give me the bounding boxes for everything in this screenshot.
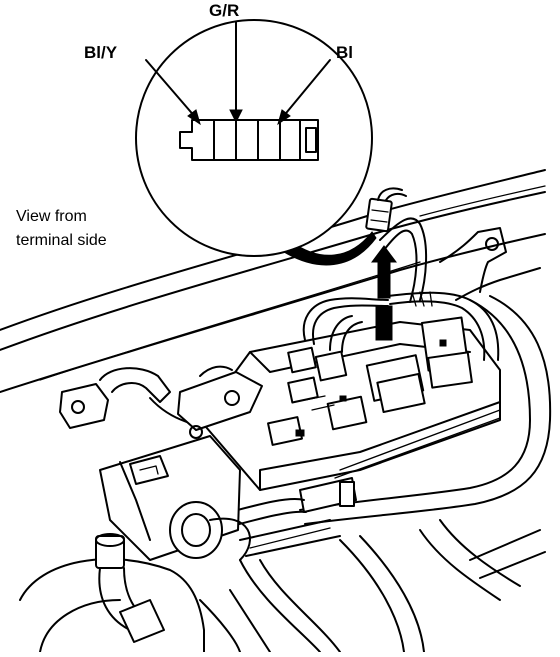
brake-booster	[19, 533, 205, 653]
connector-callout	[135, 19, 377, 266]
callout-tail	[283, 231, 377, 266]
harness-connector	[365, 187, 407, 233]
removal-arrow	[371, 245, 397, 341]
connector-face	[179, 119, 319, 161]
view-note-line2: terminal side	[16, 232, 107, 249]
fender-panel	[0, 169, 546, 393]
relay-bracket-lower	[177, 365, 263, 439]
wire-label-blue: Bl	[336, 43, 353, 62]
cable-clamp	[229, 477, 357, 527]
view-note-line1: View from	[16, 208, 87, 225]
relay-box	[199, 316, 501, 491]
intake-duct	[99, 435, 341, 561]
mounting-bracket-right	[439, 227, 541, 301]
leader-lines	[145, 21, 331, 126]
wire-label-blue-yellow: Bl/Y	[84, 43, 118, 62]
hose	[299, 295, 552, 525]
engine-bay-illustration	[0, 169, 552, 653]
lower-pipes	[199, 519, 546, 653]
wire-label-green-red: G/R	[209, 1, 239, 20]
wire-harness	[302, 217, 500, 361]
